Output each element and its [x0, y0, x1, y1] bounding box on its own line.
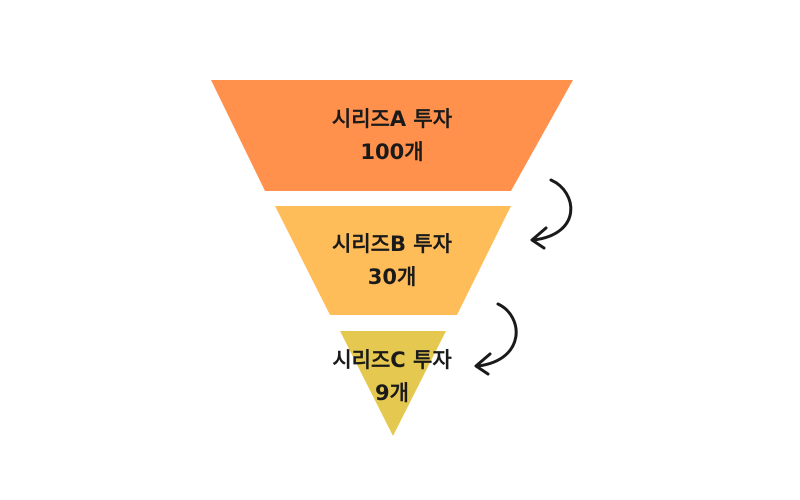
stage-c-count: 9개 [375, 380, 409, 405]
funnel-stage-a-label: 시리즈A 투자 100개 [272, 103, 512, 168]
arrow-head-icon [474, 352, 492, 376]
funnel-stage-b-shape [275, 206, 511, 315]
funnel-stage-a-shape [211, 80, 573, 191]
funnel-stage-c-label: 시리즈C 투자 9개 [272, 344, 512, 409]
curved-arrow-icon [532, 178, 573, 242]
funnel-stage-b-label: 시리즈B 투자 30개 [272, 228, 512, 293]
stage-a-count: 100개 [360, 139, 424, 164]
stage-c-title: 시리즈C 투자 [332, 348, 452, 372]
stage-b-title: 시리즈B 투자 [332, 232, 452, 256]
arrow-b-to-c [474, 302, 518, 376]
arrow-head-icon [530, 226, 548, 250]
arrow-a-to-b [530, 178, 573, 250]
curved-arrow-icon [476, 302, 518, 368]
stage-a-title: 시리즈A 투자 [331, 107, 453, 131]
funnel-stage-c-shape [340, 331, 446, 436]
stage-b-count: 30개 [367, 264, 417, 289]
